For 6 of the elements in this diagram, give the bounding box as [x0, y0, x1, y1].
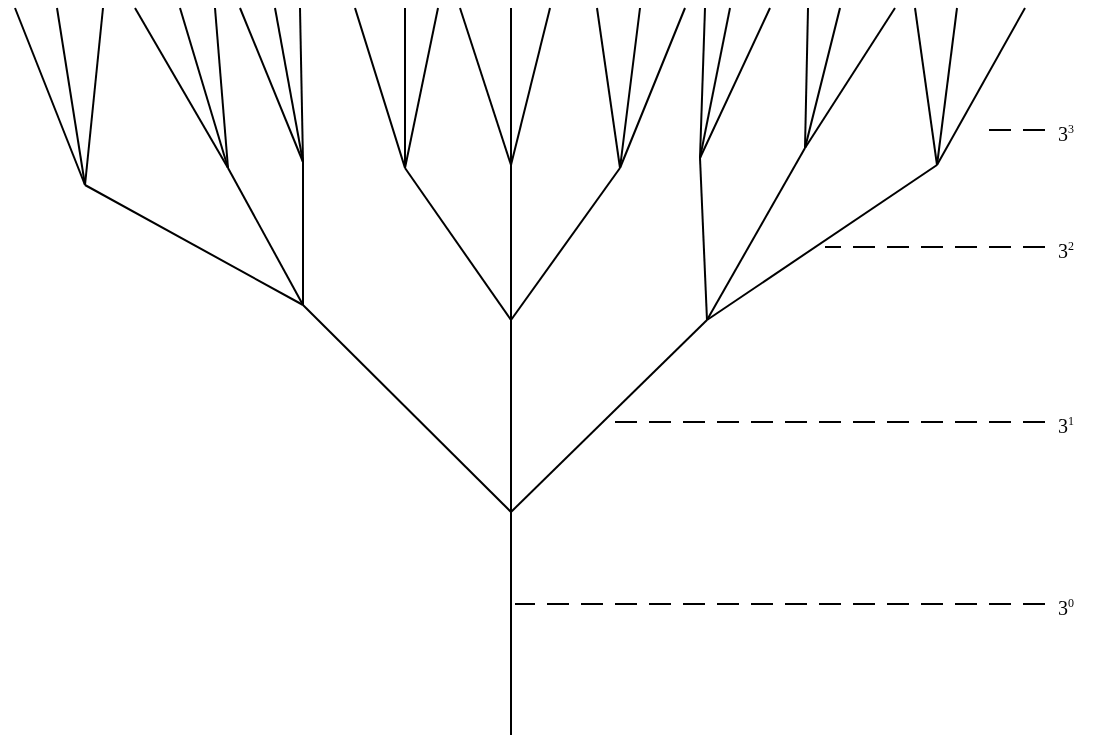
level-label: 3$^{0}$: [1058, 592, 1074, 619]
leader-line: [514, 603, 1046, 605]
leader-line: [824, 246, 1046, 248]
level-label: 3$^{2}$: [1058, 235, 1074, 262]
level-label: 3$^{3}$: [1058, 118, 1074, 145]
level-label: 3$^{1}$: [1058, 410, 1074, 437]
